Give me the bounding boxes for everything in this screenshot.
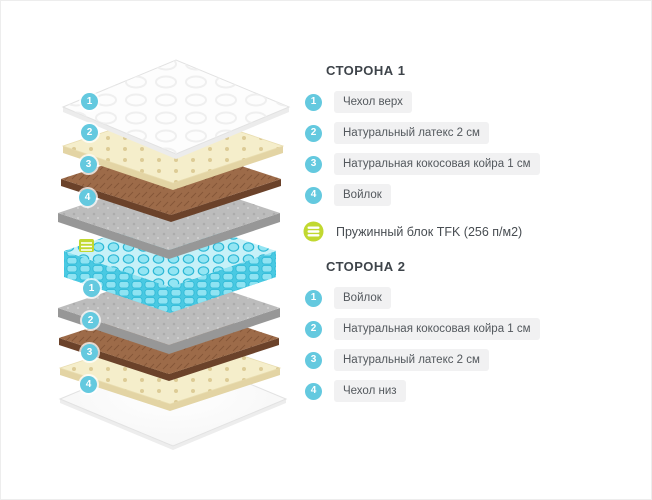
diagram-badge-side2-2: 2 bbox=[82, 312, 99, 329]
legend-bar: Натуральная кокосовая койра 1 см bbox=[334, 318, 540, 340]
legend-row: 1 Войлок bbox=[305, 287, 641, 309]
legend-bar: Чехол верх bbox=[334, 91, 412, 113]
legend-row: 3 Натуральная кокосовая койра 1 см bbox=[305, 153, 641, 175]
legend-badge: 1 bbox=[305, 289, 322, 307]
side1-title: СТОРОНА 1 bbox=[326, 63, 406, 78]
legend: СТОРОНА 1 1 Чехол верх 2 Натуральный лат… bbox=[303, 63, 641, 411]
legend-badge: 2 bbox=[305, 124, 322, 142]
legend-badge: 4 bbox=[305, 382, 322, 400]
legend-bar: Чехол низ bbox=[334, 380, 406, 402]
legend-row: 3 Натуральный латекс 2 см bbox=[305, 349, 641, 371]
legend-badge: 2 bbox=[305, 320, 322, 338]
diagram-badge-side2-1: 1 bbox=[83, 280, 100, 297]
diagram-badge-side2-3: 3 bbox=[81, 344, 98, 361]
spring-block-row: Пружинный блок TFK (256 п/м2) bbox=[303, 221, 641, 242]
legend-bar: Войлок bbox=[334, 184, 391, 206]
side2-title: СТОРОНА 2 bbox=[326, 259, 406, 274]
spring-block-icon bbox=[303, 221, 324, 242]
legend-badge: 4 bbox=[305, 186, 322, 204]
legend-row: 4 Войлок bbox=[305, 184, 641, 206]
diagram-badge-side1-2: 2 bbox=[81, 124, 98, 141]
diagram-badge-side1-1: 1 bbox=[81, 93, 98, 110]
legend-bar: Натуральный латекс 2 см bbox=[334, 122, 489, 144]
legend-badge: 1 bbox=[305, 93, 322, 111]
diagram-badge-side1-3: 3 bbox=[80, 156, 97, 173]
legend-row: 2 Натуральный латекс 2 см bbox=[305, 122, 641, 144]
legend-row: 4 Чехол низ bbox=[305, 380, 641, 402]
legend-bar: Натуральная кокосовая койра 1 см bbox=[334, 153, 540, 175]
diagram-badge-side2-4: 4 bbox=[80, 376, 97, 393]
legend-row: 2 Натуральная кокосовая койра 1 см bbox=[305, 318, 641, 340]
spring-lime-marker-icon bbox=[79, 239, 94, 252]
spring-block-label: Пружинный блок TFK (256 п/м2) bbox=[336, 224, 523, 239]
legend-badge: 3 bbox=[305, 351, 322, 369]
legend-bar: Натуральный латекс 2 см bbox=[334, 349, 489, 371]
legend-bar: Войлок bbox=[334, 287, 391, 309]
legend-badge: 3 bbox=[305, 155, 322, 173]
legend-row: 1 Чехол верх bbox=[305, 91, 641, 113]
diagram-badge-side1-4: 4 bbox=[79, 189, 96, 206]
layer-cover-top bbox=[61, 59, 291, 159]
